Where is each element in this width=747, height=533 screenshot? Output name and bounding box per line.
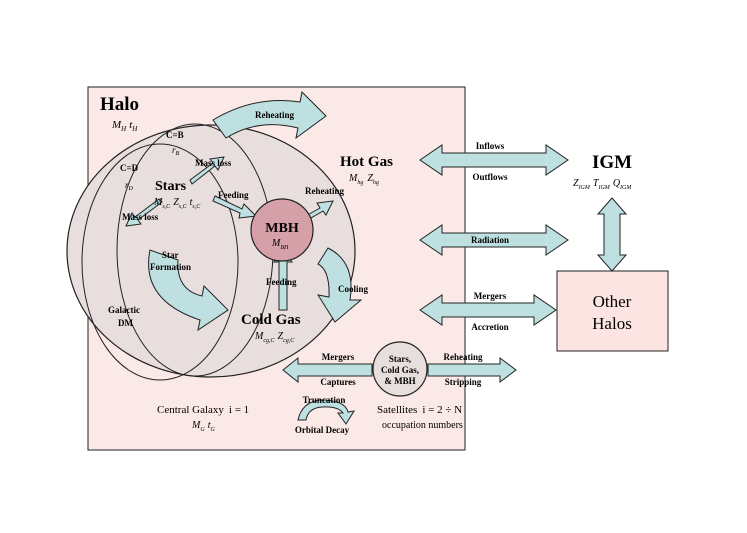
satellites-note: occupation numbers: [382, 420, 463, 431]
reheating-top-arrow: [212, 90, 327, 140]
reheating-stripping-arrow: [427, 357, 517, 383]
reheating-mid-label: Reheating: [305, 186, 344, 196]
feeding-stars-arrow: [212, 195, 258, 219]
cold-gas-title: Cold Gas: [241, 312, 301, 328]
satellite-label-3: & MBH: [384, 376, 415, 386]
mass-loss-label-1: Mass loss: [195, 158, 232, 168]
reheating-top-label: Reheating: [255, 110, 294, 120]
mbh-vars: MBH: [271, 238, 289, 251]
satellite-label-1: Stars,: [389, 354, 411, 364]
mass-loss-label-2: Mass loss: [122, 212, 159, 222]
cb-label: C=B: [166, 130, 184, 140]
satellite-node: [372, 341, 428, 397]
other-halos-line1: Other: [593, 292, 632, 311]
radiation-label: Radiation: [471, 235, 509, 245]
orbital-decay-label: Orbital Decay: [295, 425, 350, 435]
reheating-bottom-label: Reheating: [444, 352, 483, 362]
disk-region: [81, 143, 239, 381]
stripping-label: Stripping: [445, 377, 482, 387]
inflows-outflows-arrow: [419, 144, 569, 176]
truncation-curl-arrow: [297, 399, 356, 425]
truncation-label: Truncation: [303, 395, 346, 405]
mass-loss-left-arrow: [125, 198, 163, 227]
stars-title: Stars: [155, 179, 187, 194]
accretion-label: Accretion: [471, 322, 508, 332]
captures-label: Captures: [320, 377, 356, 387]
galactic-dm-label-1: Galactic: [108, 305, 140, 315]
outflows-label: Outflows: [472, 172, 508, 182]
mergers-accretion-arrow: [419, 294, 557, 326]
mass-loss-top-arrow: [189, 156, 225, 185]
mbh-title: MBH: [265, 221, 299, 236]
galactic-dm-sphere: [66, 124, 356, 378]
galactic-dm-label-2: DM: [118, 318, 133, 328]
rd-label: rD: [125, 180, 134, 192]
inflows-label: Inflows: [476, 141, 505, 151]
igm-title: IGM: [592, 152, 632, 173]
mbh-node: [250, 198, 314, 262]
other-halos-box: [556, 270, 669, 352]
mergers-right-label: Mergers: [474, 291, 507, 301]
mergers-captures-arrow: [282, 356, 373, 384]
rb-label: rB: [172, 145, 180, 157]
feeding-label-2: Feeding: [266, 277, 297, 287]
hot-gas-title: Hot Gas: [340, 154, 393, 170]
mergers-bottom-label: Mergers: [322, 352, 355, 362]
feeding-label-1: Feeding: [218, 190, 249, 200]
cooling-label: Cooling: [338, 284, 369, 294]
star-formation-arrow: [148, 249, 229, 332]
halo-title: Halo: [100, 94, 139, 115]
igm-other-halos-arrow: [596, 197, 628, 272]
star-formation-label-2: Formation: [150, 262, 191, 272]
satellite-label-2: Cold Gas,: [381, 365, 419, 375]
radiation-arrow: [419, 224, 569, 256]
other-halos-line2: Halos: [592, 314, 632, 333]
cooling-arrow: [316, 247, 363, 323]
cd-label: C=D: [120, 163, 139, 173]
star-formation-label-1: Star: [162, 250, 179, 260]
arrow-group: [125, 90, 628, 425]
